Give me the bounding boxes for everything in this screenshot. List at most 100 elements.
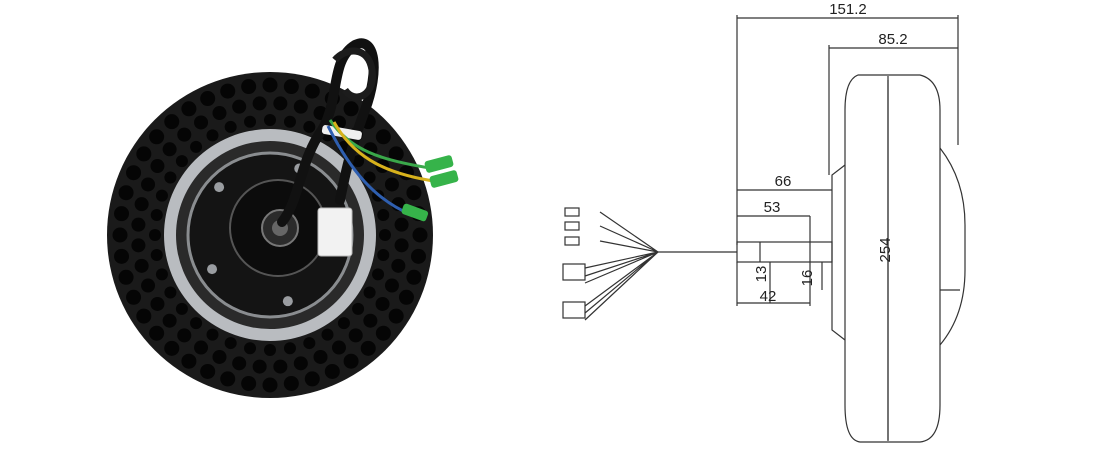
tread-hole <box>388 308 404 324</box>
tread-hole <box>141 278 156 293</box>
dim-axle-to-wheel: 66 <box>775 173 792 190</box>
tread-hole <box>232 99 247 114</box>
cable-fan-out <box>584 211 659 321</box>
tread-hole <box>212 349 227 364</box>
tread-hole <box>164 286 177 299</box>
tread-hole <box>177 328 192 343</box>
hub-bolt <box>207 264 218 275</box>
tread-hole <box>360 340 376 356</box>
tread-hole <box>303 120 316 133</box>
tread-hole <box>331 340 346 355</box>
tread-hole <box>303 337 316 350</box>
tread-hole <box>136 308 152 324</box>
tread-hole <box>200 91 216 107</box>
tread-hole <box>118 269 134 285</box>
tread-hole <box>232 356 247 371</box>
tread-hole <box>283 115 296 128</box>
tread-hole <box>181 101 197 117</box>
tread-hole <box>324 363 340 379</box>
hub-bolt <box>282 296 293 307</box>
tread-hole <box>175 155 188 168</box>
tread-hole <box>377 209 390 222</box>
tread-hole <box>194 340 209 355</box>
tread-hole <box>220 83 236 99</box>
tread-hole <box>375 296 390 311</box>
tread-hole <box>283 79 299 95</box>
tread-hole <box>126 289 142 305</box>
tread-hole <box>343 101 359 117</box>
tread-hole <box>114 206 130 222</box>
tread-hole <box>384 177 399 192</box>
wheel-profile <box>844 74 941 443</box>
dim-wheel-width: 85.2 <box>878 31 907 48</box>
tread-hole <box>375 325 391 341</box>
tread-hole <box>391 258 406 273</box>
tread-hole <box>377 248 390 261</box>
yellow-wire <box>332 121 441 184</box>
tread-hole <box>410 248 426 264</box>
terminal-green-3 <box>401 203 429 222</box>
tread-hole <box>241 79 257 95</box>
tread-hole <box>150 296 165 311</box>
tread-hole <box>114 248 130 264</box>
hall-connector <box>562 301 586 319</box>
tread-hole <box>372 268 385 281</box>
tread-hole <box>224 120 237 133</box>
tread-hole <box>149 325 165 341</box>
dim-axle-length: 42 <box>760 288 777 305</box>
tread-hole <box>190 140 203 153</box>
tread-hole <box>175 302 188 315</box>
bullet-plug <box>564 221 580 231</box>
tread-hole <box>283 342 296 355</box>
tread-hole <box>363 286 376 299</box>
blue-wire <box>326 125 413 217</box>
tread-hole <box>375 129 391 145</box>
tread-hole <box>149 129 165 145</box>
tread-hole <box>313 349 328 364</box>
hall-connector <box>562 263 586 281</box>
axle-shaft <box>736 241 833 263</box>
tread-hole <box>352 302 365 315</box>
tread-hole <box>134 258 149 273</box>
tread-hole <box>293 99 308 114</box>
tread-hole <box>164 171 177 184</box>
tread-hole <box>150 248 163 261</box>
tread-hole <box>112 227 128 243</box>
bullet-plug <box>564 236 580 246</box>
tread-hole <box>155 268 168 281</box>
hub-bolt <box>214 182 225 193</box>
tread-hole <box>181 353 197 369</box>
terminal-green-2 <box>429 170 459 188</box>
motor-side-bulge <box>939 147 966 346</box>
tread-hole <box>131 238 146 253</box>
tread-hole <box>264 114 276 126</box>
tread-hole <box>262 377 278 393</box>
tread-hole <box>141 177 156 192</box>
dim-wheel-diameter: 254 <box>877 237 894 262</box>
tread-hole <box>150 209 163 222</box>
tread-hole <box>348 328 363 343</box>
tread-hole <box>363 171 376 184</box>
tread-hole <box>162 142 177 157</box>
tread-hole <box>206 328 219 341</box>
tread-hole <box>162 313 177 328</box>
tread-hole <box>164 114 180 130</box>
tread-hole <box>321 328 334 341</box>
tread-hole <box>177 127 192 142</box>
tread-hole <box>118 185 134 201</box>
tread-hole <box>252 359 267 374</box>
dim-flat: 16 <box>799 270 816 287</box>
tread-hole <box>134 197 149 212</box>
tread-hole <box>273 359 288 374</box>
tread-hole <box>398 289 414 305</box>
tread-hole <box>406 185 422 201</box>
tread-hole <box>212 106 227 121</box>
tread-hole <box>262 77 278 93</box>
tread-hole <box>252 96 267 111</box>
tread-hole <box>150 159 165 174</box>
tread-hole <box>343 353 359 369</box>
dim-axle-diameter: 13 <box>753 266 770 283</box>
